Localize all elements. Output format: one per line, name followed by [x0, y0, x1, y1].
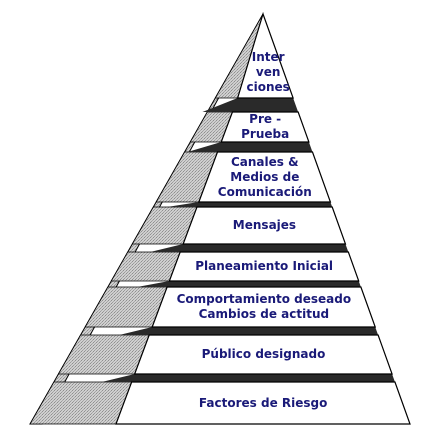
- level-side-5: [110, 251, 181, 282]
- level-face-4: [182, 206, 347, 245]
- level-face-3: [197, 151, 332, 203]
- level-face-8: [115, 381, 411, 425]
- level-shadow-1: [202, 98, 299, 112]
- level-face-1: [236, 12, 294, 99]
- level-face-5: [168, 251, 360, 282]
- level-face-7: [133, 334, 393, 375]
- level-shadow-4: [150, 244, 349, 252]
- pyramid-faces: [115, 12, 411, 425]
- level-side-7: [57, 334, 150, 375]
- level-shadow-6: [119, 327, 379, 335]
- level-shadow-3: [166, 202, 333, 207]
- level-face-6: [151, 286, 377, 328]
- level-shadow-7: [101, 374, 395, 382]
- level-shadow-5: [137, 281, 361, 287]
- pyramid-left-side: [29, 12, 264, 425]
- pyramid-shadows: [101, 98, 395, 382]
- level-shadow-2: [187, 142, 313, 152]
- level-side-8: [29, 381, 133, 425]
- level-face-2: [220, 111, 310, 143]
